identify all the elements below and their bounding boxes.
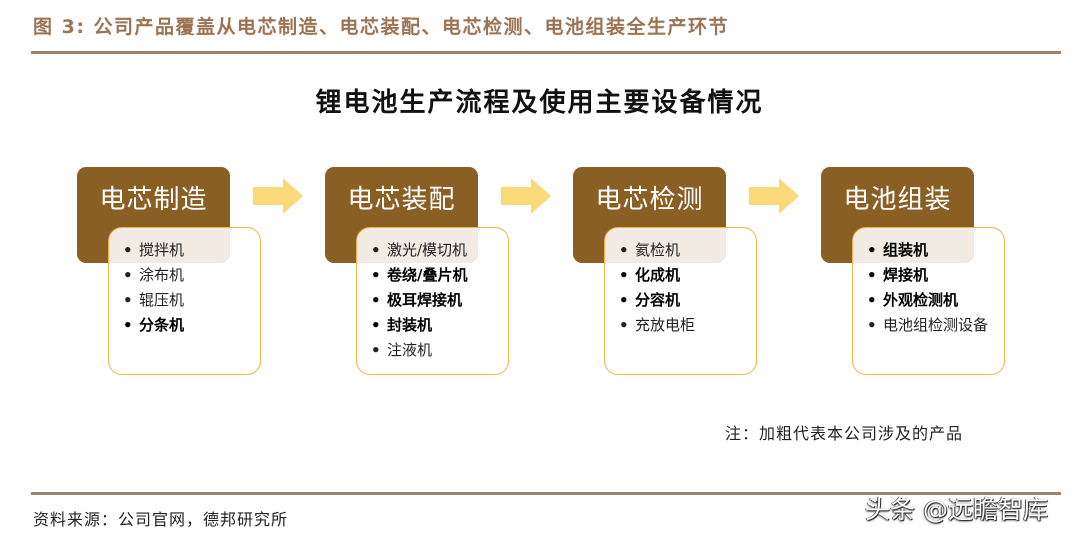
list-item: 组装机 (867, 238, 998, 263)
source-note: 资料来源：公司官网，德邦研究所 (33, 510, 289, 529)
equipment-list: 搅拌机 涂布机 辊压机 分条机 (108, 227, 261, 375)
list-item: 分条机 (123, 313, 254, 338)
list-item: 分容机 (619, 288, 750, 313)
figure-title: 图 3: 公司产品覆盖从电芯制造、电芯装配、电芯检测、电池组装全生产环节 (33, 16, 730, 38)
equipment-list: 氦检机 化成机 分容机 充放电柜 (604, 227, 757, 375)
list-item: 化成机 (619, 263, 750, 288)
list-item: 辊压机 (123, 288, 254, 313)
list-item: 注液机 (371, 338, 502, 363)
equipment-list: 激光/模切机 卷绕/叠片机 极耳焊接机 封装机 注液机 (356, 227, 509, 375)
list-item: 焊接机 (867, 263, 998, 288)
arrow-right-icon (749, 178, 799, 214)
stage-label: 电芯检测 (595, 185, 704, 215)
stage-label: 电芯制造 (99, 185, 208, 215)
list-item: 电池组检测设备 (867, 313, 993, 338)
arrow-right-icon (501, 178, 551, 214)
list-item: 搅拌机 (123, 238, 254, 263)
list-item: 极耳焊接机 (371, 288, 502, 313)
diagram-title: 锂电池生产流程及使用主要设备情况 (315, 88, 764, 118)
stage-label: 电芯装配 (347, 185, 456, 215)
arrow-right-icon (253, 178, 303, 214)
list-item: 封装机 (371, 313, 502, 338)
list-item: 卷绕/叠片机 (371, 263, 502, 288)
list-item: 涂布机 (123, 263, 254, 288)
list-item: 外观检测机 (867, 288, 998, 313)
legend-note: 注：加粗代表本公司涉及的产品 (725, 424, 964, 443)
bottom-divider (31, 492, 1061, 495)
stage-label: 电池组装 (843, 185, 952, 215)
top-divider (31, 51, 1061, 54)
list-item: 激光/模切机 (371, 238, 502, 263)
watermark: 头条 @远瞻智库 (865, 495, 1048, 524)
list-item: 充放电柜 (619, 313, 750, 338)
equipment-list: 组装机 焊接机 外观检测机 电池组检测设备 (852, 227, 1005, 375)
list-item: 氦检机 (619, 238, 750, 263)
